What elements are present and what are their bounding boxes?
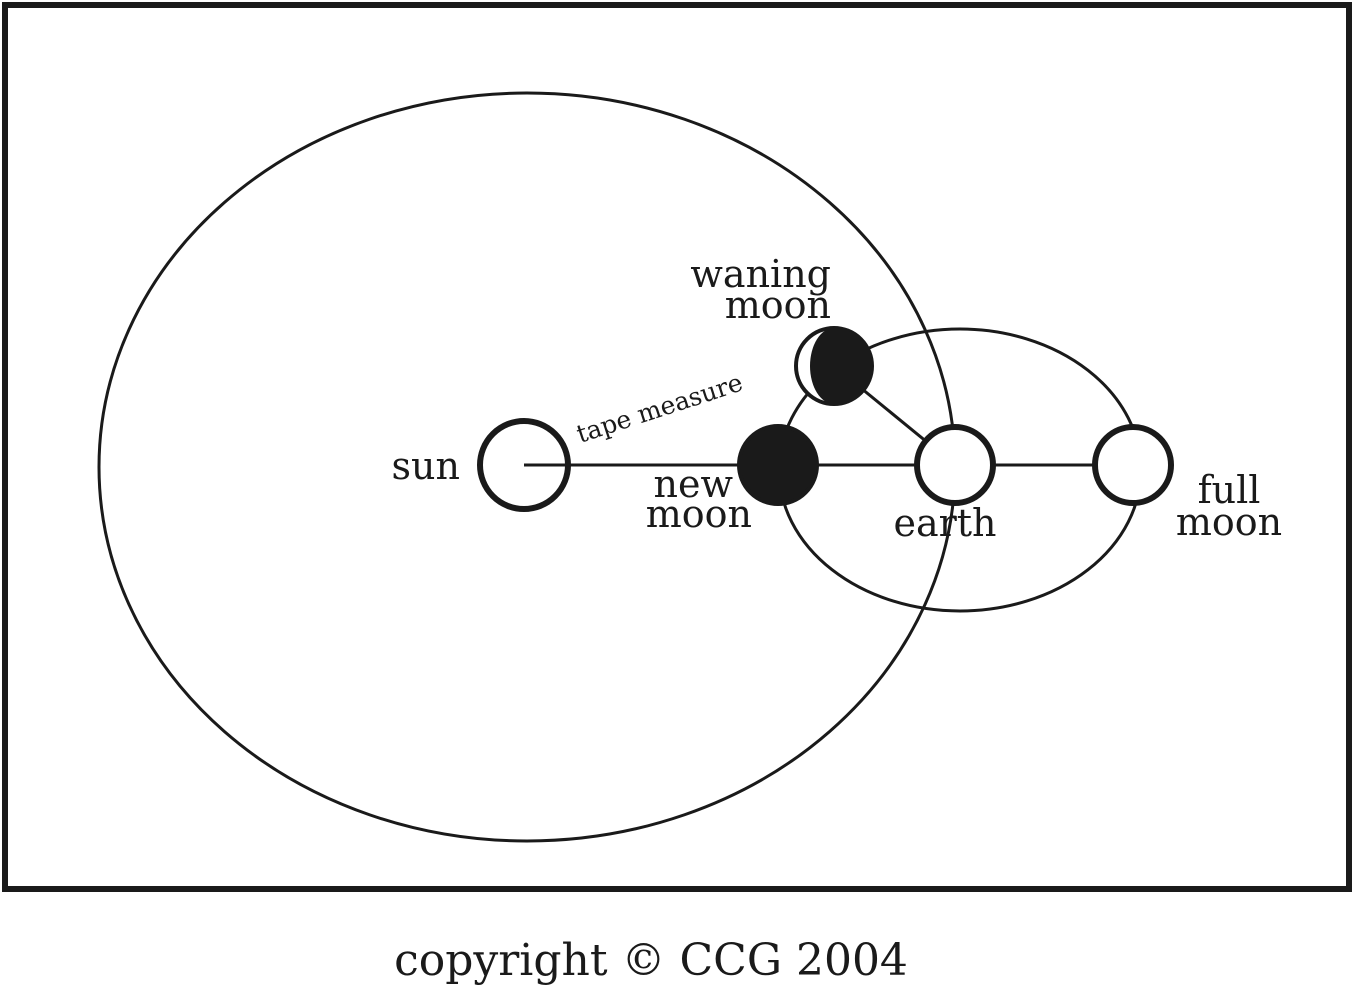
new-moon-label-line1: new	[654, 462, 734, 506]
sun-label: sun	[392, 444, 460, 488]
earth-circle	[914, 424, 996, 506]
diagram-frame	[2, 2, 1352, 892]
copyright-text: copyright © CCG 2004	[394, 935, 908, 986]
new-moon-circle	[737, 424, 819, 506]
tape-measure-label: tape measure	[573, 368, 746, 449]
full-moon-circle	[1092, 424, 1174, 506]
new-moon-label-line2: moon	[646, 492, 752, 536]
full-moon-label-line2: moon	[1176, 500, 1282, 544]
waning-moon-label-line1: waning	[690, 252, 831, 296]
full-moon-label-line1: full	[1198, 468, 1261, 512]
waning-moon	[794, 326, 874, 406]
earth-label: earth	[893, 501, 996, 545]
waning-moon-label-line2: moon	[725, 283, 831, 327]
